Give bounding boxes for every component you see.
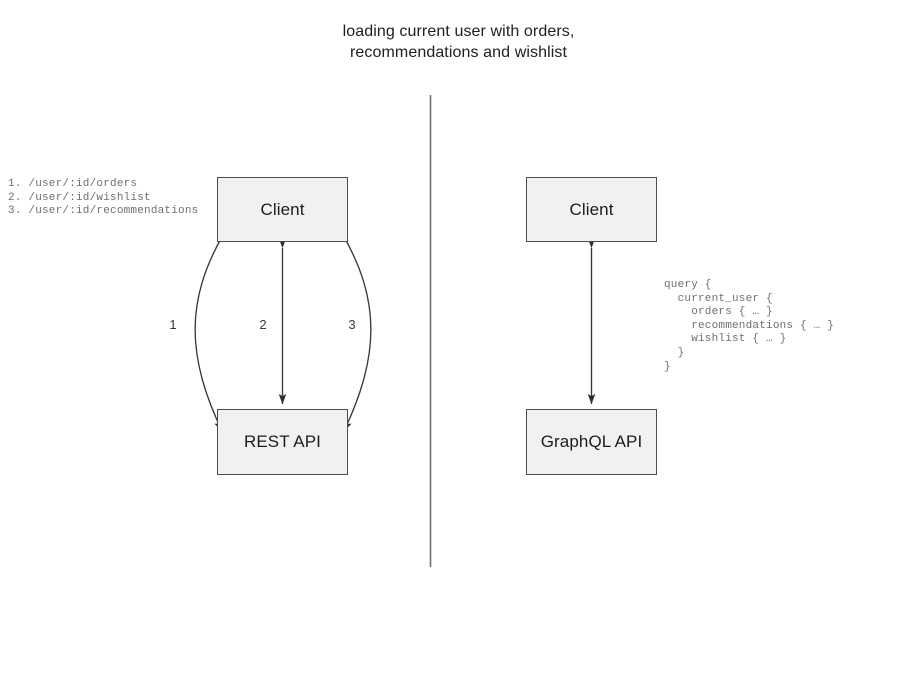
edge-label-2: 2 bbox=[259, 317, 267, 332]
node-client-graphql[interactable]: Client bbox=[526, 177, 657, 242]
node-client-rest[interactable]: Client bbox=[217, 177, 348, 242]
page-title: loading current user with orders, recomm… bbox=[342, 23, 575, 61]
edge-label-1: 1 bbox=[169, 317, 177, 332]
node-graphql-api[interactable]: GraphQL API bbox=[526, 409, 657, 475]
edge-rest-3 bbox=[334, 224, 372, 432]
edge-label-3: 3 bbox=[348, 317, 356, 332]
rest-endpoint-list: 1. /user/:id/orders 2. /user/:id/wishlis… bbox=[8, 178, 199, 218]
edge-rest-1 bbox=[194, 224, 232, 432]
graphql-query-code: query { current_user { orders { … } reco… bbox=[664, 279, 835, 373]
node-rest-api[interactable]: REST API bbox=[217, 409, 348, 475]
